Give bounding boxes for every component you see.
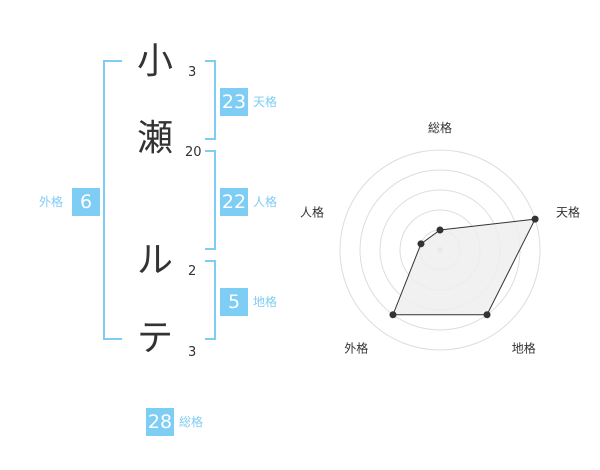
tenkaku-bracket [205, 60, 216, 140]
radar-point-4 [389, 311, 397, 319]
name-char-2: 瀬 [136, 118, 173, 159]
name-char-1: 小 [136, 41, 173, 82]
jinkaku-label: 人格 [253, 195, 278, 209]
radar-axis-label-3: 地格 [512, 341, 536, 356]
soukaku-label: 総格 [179, 415, 204, 429]
stroke-count-3: 2 [188, 264, 197, 279]
radar-series-polygon [392, 218, 536, 316]
radar-axis-label-5: 人格 [300, 204, 324, 219]
chikaku-value: 5 [220, 288, 248, 316]
soukaku-value: 28 [146, 408, 174, 436]
name-char-4: テ [136, 318, 173, 359]
gaikaku-value: 6 [72, 188, 100, 216]
radar-point-5 [417, 240, 425, 248]
jinkaku-bracket [205, 150, 216, 250]
radar-axis-label-4: 外格 [344, 341, 368, 356]
chikaku-bracket [205, 260, 216, 340]
gaikaku-bracket [103, 60, 122, 340]
radar-point-3 [483, 311, 491, 319]
radar-axis-label-1: 総格 [428, 120, 452, 135]
stroke-count-4: 3 [188, 345, 197, 360]
radar-point-1 [436, 226, 444, 234]
radar-grid-ring-5 [339, 149, 541, 351]
stroke-count-2: 20 [185, 145, 202, 160]
radar-axis-label-2: 天格 [556, 204, 580, 219]
jinkaku-value: 22 [220, 188, 248, 216]
stroke-count-1: 3 [188, 65, 197, 80]
tenkaku-value: 23 [220, 88, 248, 116]
gaikaku-label: 外格 [39, 195, 64, 209]
radar-point-2 [531, 215, 539, 223]
chikaku-label: 地格 [253, 295, 278, 309]
tenkaku-label: 天格 [253, 95, 278, 109]
name-char-3: ル [136, 240, 173, 281]
